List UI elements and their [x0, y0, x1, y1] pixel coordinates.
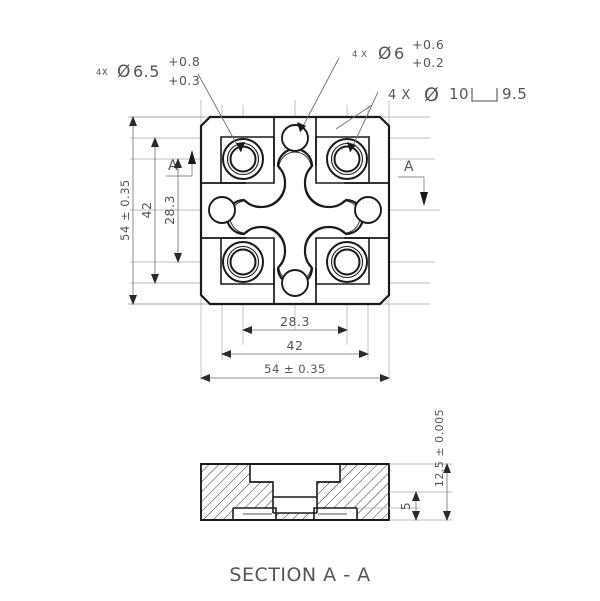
section-marks: A A: [166, 150, 428, 206]
section-mark-left-label: A: [168, 158, 178, 174]
counterbore-hole-top-left: [222, 138, 264, 180]
section-mark-right-label: A: [404, 159, 414, 175]
dim-42-horizontal-label: 42: [287, 338, 304, 353]
side-hole-bottom: [281, 269, 309, 297]
callout-6-value: 6: [394, 44, 405, 63]
counterbore-hole-bottom-left: [222, 241, 264, 283]
callout-10-qty: 4 X: [388, 88, 411, 103]
callout-6-qty: 4 X: [352, 50, 367, 60]
section-dimensions: 12.5 ± 0.005 5: [398, 409, 451, 521]
section-construction-lines: [357, 463, 452, 521]
dim-28p3-horizontal-label: 28.3: [280, 314, 310, 329]
dim-28p3-vertical-label: 28.3: [162, 195, 177, 225]
horizontal-dimensions: 28.3 42 54 ± 0.35: [200, 314, 390, 382]
callout-6p5-value: 6.5: [133, 62, 160, 81]
dim-54-vertical-label: 54 ± 0.35: [118, 179, 132, 241]
counterbore-hole-top-right: [326, 138, 368, 180]
leader-to-10: [349, 91, 379, 153]
dim-42-vertical-label: 42: [139, 202, 154, 219]
callout-6-tol-upper: +0.6: [412, 37, 444, 52]
callout-leader-lines: [197, 57, 379, 153]
callout-6p5-qty: 4X: [96, 68, 108, 78]
counterbore-symbol-icon: [471, 88, 498, 102]
dim-54-horizontal-label: 54 ± 0.35: [264, 362, 326, 376]
section-view: [200, 463, 452, 521]
callout-6p5-tol-lower: +0.3: [168, 73, 200, 88]
side-hole-right: [354, 196, 382, 224]
section-internal-edges: [232, 464, 358, 520]
side-holes: [208, 124, 382, 297]
side-hole-top: [281, 124, 309, 152]
callout-6-tol-lower: +0.2: [412, 55, 444, 70]
vertical-dimensions: 54 ± 0.35 42 28.3: [118, 116, 205, 305]
centre-web-bands: [201, 117, 389, 304]
leader-to-6: [299, 57, 340, 133]
callout-6p5-tol-upper: +0.8: [168, 54, 200, 69]
section-mark-right: A: [398, 159, 428, 206]
callout-texts: 4X Ø 6.5 +0.8 +0.3 4 X Ø 6 +0.6 +0.2 4 X…: [96, 37, 527, 106]
side-hole-left: [208, 196, 236, 224]
callout-6p5-diameter-icon: Ø: [117, 62, 131, 82]
section-title: SECTION A - A: [229, 564, 370, 586]
section-mark-left: A: [166, 150, 196, 177]
callout-10-value: 10: [449, 85, 469, 103]
corner-counterbored-holes: [222, 138, 368, 283]
dim-12p5-label: 12.5 ± 0.005: [433, 409, 446, 487]
leader-to-6p5: [197, 73, 242, 153]
callout-6-diameter-icon: Ø: [378, 44, 392, 64]
dim-5-label: 5: [398, 502, 413, 510]
top-view: [130, 100, 440, 380]
leader-to-corner: [335, 104, 373, 130]
callout-10-depth: 9.5: [502, 85, 527, 103]
callout-10-diameter-icon: Ø: [424, 84, 439, 106]
counterbore-hole-bottom-right: [326, 241, 368, 283]
